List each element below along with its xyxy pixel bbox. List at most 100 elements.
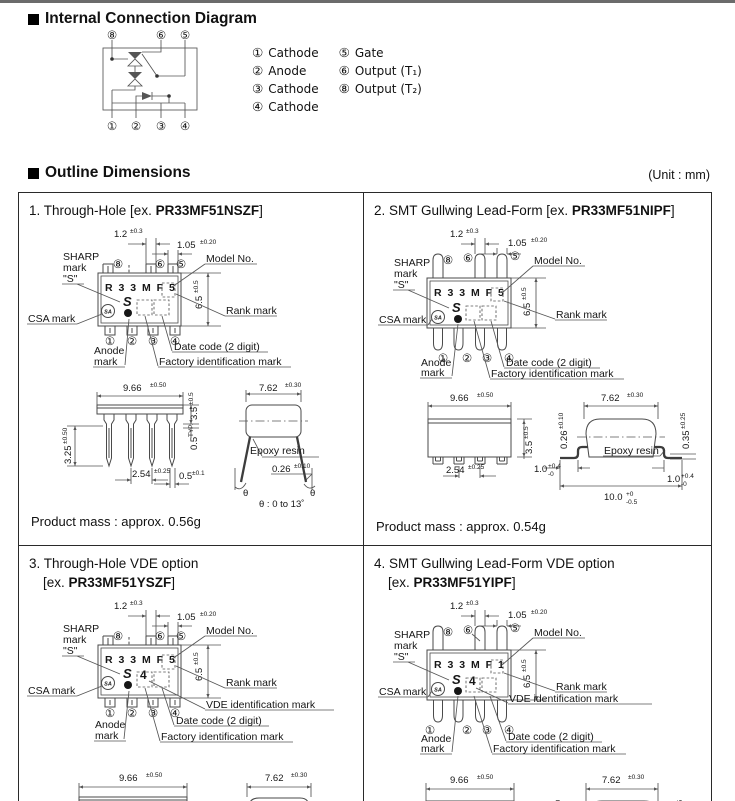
top-divider bbox=[0, 0, 735, 3]
pin-1: ① bbox=[105, 334, 115, 348]
factory-id-label: Factory identification mark bbox=[161, 731, 284, 743]
section-outline-dimensions: Outline Dimensions (Unit : mm) bbox=[28, 164, 710, 182]
dimension-lines bbox=[461, 238, 546, 329]
svg-text:±0.10: ±0.10 bbox=[294, 463, 311, 470]
pin-glyph: ④ bbox=[252, 99, 264, 114]
pin-8: ⑧ bbox=[443, 253, 453, 267]
svg-text:"S": "S" bbox=[63, 645, 78, 657]
dim-lead-width: 1.05 bbox=[508, 238, 527, 249]
dim-body-width: 9.66 bbox=[450, 393, 469, 404]
pin-2: ② bbox=[131, 119, 141, 132]
factory-id-label: Factory identification mark bbox=[493, 743, 616, 755]
dim-lead-length: 3.25±0.50 bbox=[62, 427, 74, 464]
svg-text:mark: mark bbox=[63, 634, 87, 646]
frontside-partial-smt: 9.66 ±0.50 7.62 ±0.30 0.26±0.10 0.35±0.2… bbox=[425, 774, 684, 801]
svg-text:+0: +0 bbox=[626, 491, 634, 498]
svg-text:±0.20: ±0.20 bbox=[531, 609, 548, 616]
svg-text:-0: -0 bbox=[681, 481, 687, 488]
svg-text:SA: SA bbox=[104, 310, 112, 316]
package-marking: R 3 3 M F 1 bbox=[434, 659, 505, 671]
frontside-smt: 9.66 ±0.50 2.54 ±0.25 3.5±0.5 7.62 ±0.30… bbox=[427, 392, 696, 506]
dim-depth: 7.62 bbox=[602, 775, 621, 786]
sharp-mark-label: SHARP bbox=[394, 629, 430, 641]
schematic-wiring bbox=[102, 40, 198, 118]
pin-4: ④ bbox=[180, 119, 190, 132]
pin-label: Cathode bbox=[268, 100, 319, 114]
svg-text:+0.4: +0.4 bbox=[548, 463, 561, 470]
dim-depth: 7.62 bbox=[265, 773, 284, 784]
dimension-lines bbox=[128, 610, 221, 699]
package-marking: R 3 3 M F 5 bbox=[434, 287, 505, 299]
dimension-lines bbox=[67, 390, 319, 490]
dim-lead-thickness: 0.26±0.10 bbox=[558, 412, 570, 449]
mark-boxes bbox=[465, 287, 504, 321]
pin-3: ③ bbox=[148, 706, 158, 720]
rank-mark-label: Rank mark bbox=[556, 309, 608, 321]
pin-8: ⑧ bbox=[443, 625, 453, 639]
svg-text:mark: mark bbox=[94, 356, 118, 368]
svg-text:3.5: 3.5 bbox=[524, 441, 535, 454]
svg-text:±0.10: ±0.10 bbox=[555, 799, 562, 801]
svg-text:±0.30: ±0.30 bbox=[285, 382, 302, 389]
pin-1: ① bbox=[105, 706, 115, 720]
svg-text:mark: mark bbox=[95, 730, 119, 742]
leader-lines bbox=[378, 637, 652, 755]
dim-standoff-height-partial: 0.35±0.25 bbox=[677, 799, 684, 801]
legend-item: ② Anode bbox=[252, 62, 319, 80]
csa-logo-icon bbox=[101, 676, 115, 690]
pin-4: ④ bbox=[504, 351, 514, 365]
package-front-partial bbox=[78, 796, 188, 801]
dim-foot-length-left: 1.0 +0.4 -0 bbox=[534, 463, 561, 478]
pin-glyph: ⑧ bbox=[338, 81, 350, 96]
anode-mark-dot bbox=[124, 681, 132, 689]
cell-through-hole: 1. Through-Hole [ex. PR33MF51NSZF] 1.2 ±… bbox=[19, 193, 364, 546]
dim-body-thickness: 3.5±0.5 bbox=[523, 426, 535, 454]
legend-item: ⑥ Output (T₁) bbox=[339, 62, 422, 80]
theta-note: θ : 0 to 13˚ bbox=[259, 499, 304, 510]
svg-text:±0.5: ±0.5 bbox=[521, 659, 528, 672]
pin-2: ② bbox=[462, 351, 472, 365]
svg-text:-0: -0 bbox=[548, 471, 554, 478]
svg-text:±0.1: ±0.1 bbox=[192, 470, 205, 477]
rank-mark-label: Rank mark bbox=[556, 681, 608, 693]
topview-smt: 1.2 ±0.3 1.05 ±0.20 6.5±0.5 bbox=[378, 228, 624, 380]
svg-text:SA: SA bbox=[434, 316, 442, 322]
pin-glyph: ③ bbox=[252, 81, 264, 96]
anode-mark-label: Anode bbox=[95, 719, 126, 731]
section-bullet-icon bbox=[28, 13, 39, 25]
anode-mark-label: Anode bbox=[421, 357, 452, 369]
svg-text:±0.5: ±0.5 bbox=[188, 392, 195, 405]
dimension-arrows bbox=[142, 614, 210, 698]
model-no-label: Model No. bbox=[534, 627, 582, 639]
pin-label: Output (T₁) bbox=[354, 64, 422, 78]
package-front bbox=[427, 418, 512, 465]
pin-2: ② bbox=[127, 706, 137, 720]
svg-text:±0.3: ±0.3 bbox=[130, 600, 143, 607]
pin-label: Anode bbox=[268, 64, 307, 78]
svg-text:±0.50: ±0.50 bbox=[146, 772, 163, 779]
pin-5: ⑤ bbox=[176, 629, 186, 643]
epoxy-resin-label: Epoxy resin bbox=[250, 445, 305, 457]
pin-3: ③ bbox=[482, 351, 492, 365]
theta-right: θ bbox=[310, 488, 315, 499]
svg-text:±0.30: ±0.30 bbox=[627, 392, 644, 399]
pin-glyph: ② bbox=[252, 63, 264, 78]
pin-5: ⑤ bbox=[176, 257, 186, 271]
schematic-symbols bbox=[110, 52, 171, 100]
pin-3: ③ bbox=[148, 334, 158, 348]
svg-text:1.05: 1.05 bbox=[177, 612, 196, 623]
svg-text:SA: SA bbox=[434, 688, 442, 694]
pin-glyph: ⑥ bbox=[338, 63, 350, 78]
pin-5: ⑤ bbox=[180, 30, 190, 42]
section-bullet-icon bbox=[28, 167, 39, 179]
dim-lead-pitch: 2.54 bbox=[446, 465, 465, 476]
model-number: PR33MF51YSZF bbox=[68, 575, 172, 590]
pin-2: ② bbox=[462, 723, 472, 737]
cell-smt-gullwing-vde: 4. SMT Gullwing Lead-Form VDE option [ex… bbox=[364, 546, 711, 801]
svg-text:±0.50: ±0.50 bbox=[62, 427, 69, 444]
